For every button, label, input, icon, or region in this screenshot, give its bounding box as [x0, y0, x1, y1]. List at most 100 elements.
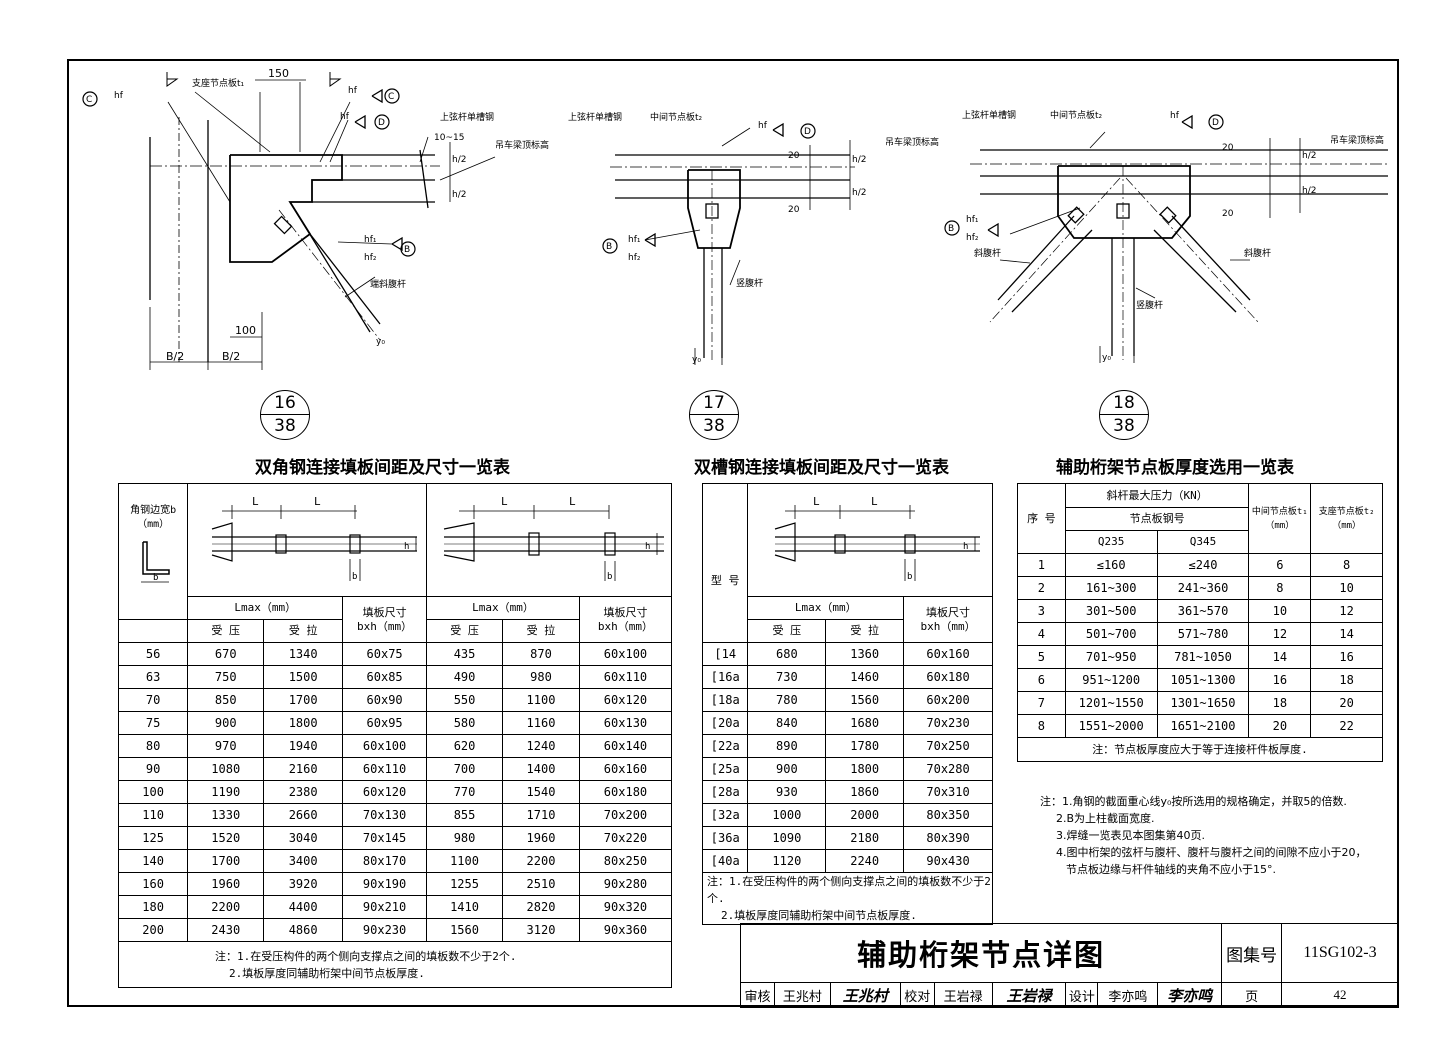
d18-dim-20b: 20	[1222, 209, 1234, 219]
detail-index-17-top: 17	[703, 393, 725, 413]
table1-cell: 1410	[426, 895, 504, 919]
table1-cell: 70x200	[578, 803, 673, 827]
reviewer-signature: 王兆村	[829, 982, 901, 1008]
table1-cell: 855	[426, 803, 504, 827]
d16-dim-h2b: h/2	[452, 190, 466, 200]
designer-signature: 李亦鸣	[1157, 982, 1223, 1008]
table3-cell: 5	[1017, 645, 1066, 669]
table1-cell: 550	[426, 688, 504, 712]
double-angle-elevation-b: L L h b	[443, 495, 665, 582]
table3-cell: 1551~2000	[1064, 714, 1158, 738]
table3-note: 注：节点板厚度应大于等于连接杆件板厚度.	[1017, 737, 1383, 762]
d17-label-upper-chord: 上弦杆单槽钢	[568, 111, 622, 123]
table1-cell: 4400	[263, 895, 344, 919]
d16-hf-left: hf	[114, 91, 124, 101]
table2-cell: [28a	[701, 780, 749, 804]
node-detail-17-drawing: D B hf hf₁ hf₂ 上弦杆单槽钢 中间节点板t₂ 吊车梁顶标高 竖腹杆…	[568, 111, 939, 365]
d18-hf2: hf₂	[966, 233, 979, 243]
table1-rowhdr-spacer	[117, 619, 189, 643]
detail-index-16-bottom: 38	[274, 416, 296, 436]
table1-notes: 注：1.在受压构件的两个侧向支撑点之间的填板数不少于2个. 2.填板厚度同辅助桁…	[118, 941, 672, 988]
t1b-sym-h: h	[645, 542, 650, 552]
table1-cell: 3040	[263, 826, 344, 850]
table1-cell: 56	[117, 642, 189, 666]
note-4: 4.图中桁架的弦杆与腹杆、腹杆与腹杆之间的间隙不应小于20，	[1056, 846, 1367, 859]
table2-note2: 2.填板厚度同辅助桁架中间节点板厚度.	[721, 909, 917, 922]
table2-cell: 90x430	[903, 849, 993, 873]
table1-note2: 2.填板厚度同辅助桁架中间节点板厚度.	[229, 966, 425, 980]
table1-cell: 1960	[187, 872, 265, 896]
table1-cell: 60x100	[578, 642, 673, 666]
table1-cell: 980	[426, 826, 504, 850]
table2-cell: 2180	[825, 826, 905, 850]
table1-cell: 1100	[426, 849, 504, 873]
table3-cell: 12	[1248, 622, 1312, 646]
table3-cell: 16	[1248, 668, 1312, 692]
d18-dim-yo: y₀	[1102, 353, 1111, 363]
table2-cell: 680	[747, 642, 827, 666]
table3-no-header: 序 号	[1017, 483, 1066, 554]
table1-fill-b-unit: bxh（mm）	[597, 619, 654, 633]
table2-cell: 70x310	[903, 780, 993, 804]
table2-cell: 900	[747, 757, 827, 781]
table3-q345-header: Q345	[1156, 530, 1250, 554]
table1-cell: 80x170	[342, 849, 428, 873]
table1-cell: 580	[426, 711, 504, 735]
table1-diagram-cell-a: L L h b	[187, 483, 428, 597]
table3-cell: ≤160	[1064, 553, 1158, 577]
table2-cell: [18a	[701, 688, 749, 712]
table1-cell: 750	[187, 665, 265, 689]
table2-cell: 2000	[825, 803, 905, 827]
title-block: 辅助桁架节点详图 图集号 11SG102-3 审核 王兆村 王兆村 校对 王岩禄…	[739, 923, 1399, 1008]
table1-cell: 1700	[263, 688, 344, 712]
d18-hf: hf	[1170, 111, 1180, 121]
table3-cell: 20	[1248, 714, 1312, 738]
t1a-sym-L1: L	[252, 495, 259, 508]
table2-tens: 受 拉	[825, 619, 905, 643]
d16-callout-d: D	[378, 118, 385, 128]
double-channel-elevation: L L h b	[775, 495, 981, 582]
t2-sym-L1: L	[813, 495, 820, 508]
table1-cell: 90x190	[342, 872, 428, 896]
d17-dim-20b: 20	[788, 205, 800, 215]
d16-callout-c2: C	[388, 92, 394, 102]
d18-callout-d: D	[1212, 118, 1219, 128]
table1-cell: 80	[117, 734, 189, 758]
d18-dim-h2b: h/2	[1302, 186, 1316, 196]
table2-cell: 730	[747, 665, 827, 689]
detail-index-17-bottom: 38	[703, 416, 725, 436]
table1-cell: 980	[502, 665, 580, 689]
table1-cell: 2820	[502, 895, 580, 919]
table1-cell: 2160	[263, 757, 344, 781]
table1-lmax-a: Lmax（mm）	[187, 596, 344, 620]
d18-label-vert: 竖腹杆	[1136, 299, 1163, 311]
table2-title: 双槽钢连接填板间距及尺寸一览表	[694, 458, 949, 478]
table1-cell: 1540	[502, 780, 580, 804]
table2-press: 受 压	[747, 619, 827, 643]
table3-cell: 3	[1017, 599, 1066, 623]
table1-cell: 2430	[187, 918, 265, 942]
table3-cell: 571~780	[1156, 622, 1250, 646]
page-label: 页	[1221, 982, 1283, 1008]
table3-cell: 8	[1248, 576, 1312, 600]
d16-hf-d: hf	[340, 112, 350, 122]
detail-index-18-bottom: 38	[1113, 416, 1135, 436]
table1-cell: 100	[117, 780, 189, 804]
table2-cell: [20a	[701, 711, 749, 735]
note-3: 3.焊缝一览表见本图集第40页.	[1056, 829, 1205, 842]
table2-cell: 1460	[825, 665, 905, 689]
d18-label-crane: 吊车梁顶标高	[1330, 134, 1384, 146]
node-detail-18-drawing: D B hf hf₁ hf₂ 上弦杆单槽钢 中间节点板t₂ 吊车梁顶标高 斜腹杆…	[944, 109, 1388, 363]
table3-cell: 8	[1017, 714, 1066, 738]
table2-cell: 890	[747, 734, 827, 758]
table1-cell: 60x95	[342, 711, 428, 735]
table3-cell: 701~950	[1064, 645, 1158, 669]
